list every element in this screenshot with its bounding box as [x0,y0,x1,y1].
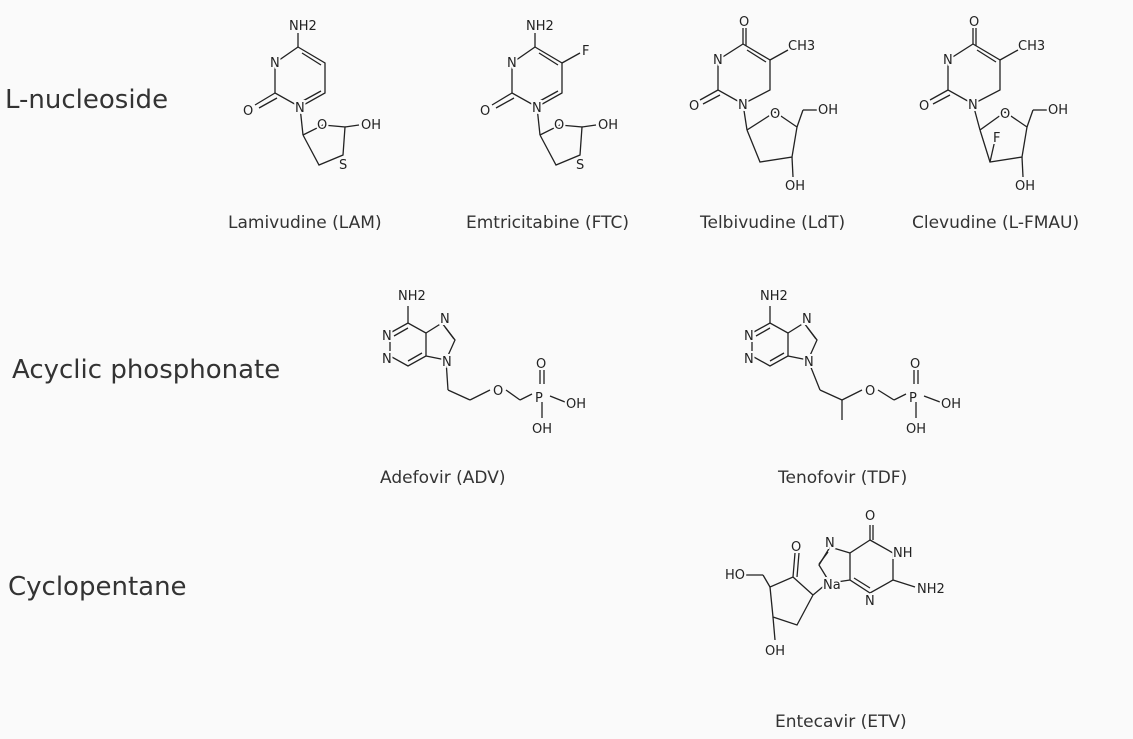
atom-label: N [270,56,280,71]
drug-name-emtricitabine: Emtricitabine (FTC) [466,213,629,233]
atom-label: OH [1048,103,1068,118]
tenofovir-structure: NH2 N N N N O O P OH OH [742,287,963,439]
atom-label: N [865,594,875,609]
atom-label: N [825,536,835,551]
clevudine-structure: O CH3 N N O O F OH OH [917,13,1070,196]
atom-label: N [532,101,542,116]
atom-label: NH [893,546,913,561]
telbivudine-structure: O CH3 N N O O OH OH [687,13,840,196]
atom-label: OH [765,644,785,659]
category-cyclopentane: Cyclopentane [8,572,187,602]
atom-label: O [554,118,564,133]
atom-label: N [744,329,754,344]
atom-label: O [919,99,929,114]
atom-label: NH2 [398,289,426,304]
atom-label: N [968,98,978,113]
atom-label: O [770,107,780,122]
atom-label: O [910,357,920,372]
atom-label: O [1000,107,1010,122]
atom-label: N [802,312,812,327]
drug-name-tenofovir: Tenofovir (TDF) [778,468,908,488]
atom-label: P [909,391,917,406]
atom-label: N [295,101,305,116]
atom-label: OH [598,118,618,133]
drug-name-adefovir: Adefovir (ADV) [380,468,506,488]
atom-label: P [535,391,543,406]
atom-label: OH [785,179,805,194]
atom-label: OH [532,422,552,437]
atom-label: N [713,53,723,68]
atom-label: OH [941,397,961,412]
atom-label: O [791,540,801,555]
atom-label: N [382,352,392,367]
atom-label: CH3 [788,39,815,54]
lamivudine-structure: NH2 N N O O S OH [241,17,383,175]
atom-label: O [865,509,875,524]
drug-name-clevudine: Clevudine (L-FMAU) [912,213,1080,233]
atom-label: F [993,131,1000,146]
atom-label: O [739,15,749,30]
atom-label: HO [725,568,745,583]
atom-label: OH [361,118,381,133]
atom-label: O [317,118,327,133]
atom-label: N [744,352,754,367]
atom-label: OH [566,397,586,412]
atom-label: O [493,384,503,399]
atom-label: O [689,99,699,114]
atom-label: O [480,104,490,119]
atom-label: N [507,56,517,71]
atom-label: N [382,329,392,344]
drug-name-entecavir: Entecavir (ETV) [775,712,907,732]
category-acyclic-phosphonate: Acyclic phosphonate [12,355,281,385]
category-l-nucleoside: L-nucleoside [5,85,169,115]
atom-label: N [943,53,953,68]
atom-label: O [536,357,546,372]
atom-label: Na [823,578,841,593]
atom-label: S [339,158,347,173]
atom-label: S [576,158,584,173]
atom-label: N [442,355,452,370]
atom-label: O [243,104,253,119]
atom-label: N [440,312,450,327]
adefovir-structure: NH2 N N N N O O P OH OH [380,287,588,439]
atom-label: OH [818,103,838,118]
atom-label: OH [906,422,926,437]
atom-label: O [969,15,979,30]
atom-label: O [865,384,875,399]
entecavir-structure: O NH N NH2 N Na O HO OH [723,507,947,661]
atom-label: NH2 [917,582,945,597]
atom-label: NH2 [760,289,788,304]
emtricitabine-structure: NH2 F N N O O S OH [478,17,620,175]
atom-label: CH3 [1018,39,1045,54]
atom-label: NH2 [289,19,317,34]
atom-label: NH2 [526,19,554,34]
atom-label: OH [1015,179,1035,194]
atom-label: N [804,355,814,370]
drug-name-lamivudine: Lamivudine (LAM) [228,213,382,233]
drug-name-telbivudine: Telbivudine (LdT) [700,213,846,233]
atom-label: N [738,98,748,113]
atom-label: F [582,44,589,59]
